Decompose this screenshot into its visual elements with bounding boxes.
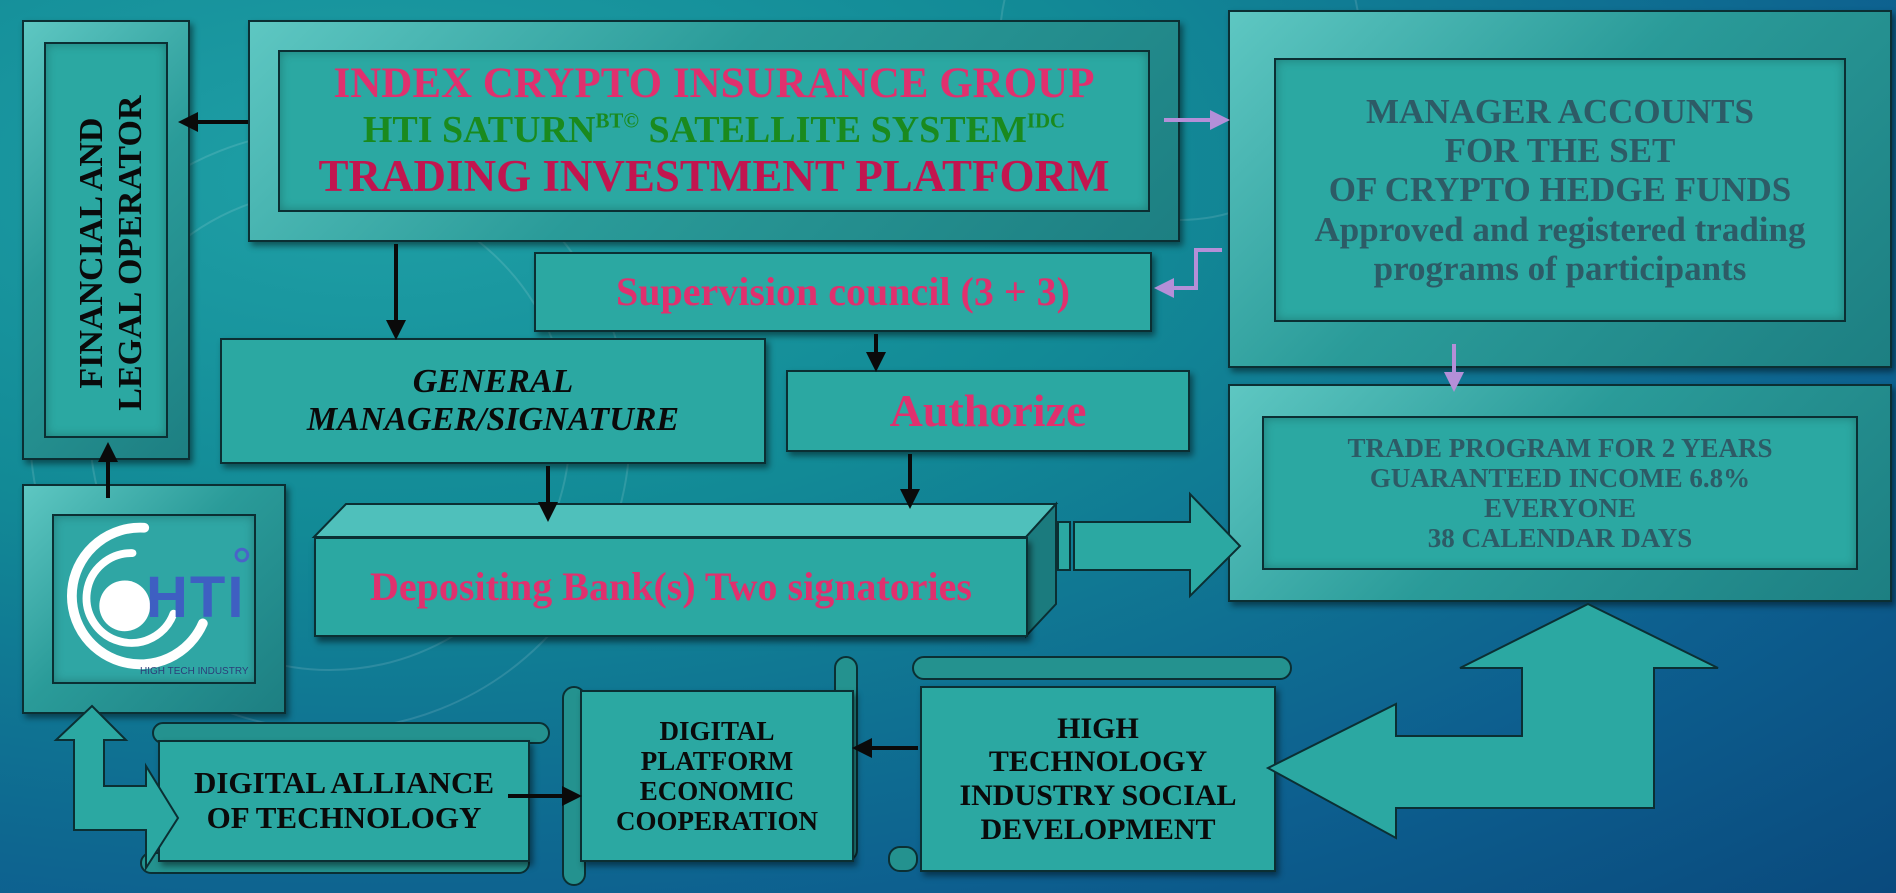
manager-accounts-line2: FOR THE SET: [1444, 131, 1676, 171]
trade-program-line1: TRADE PROGRAM FOR 2 YEARS: [1347, 432, 1773, 463]
manager-accounts-line4: Approved and registered trading: [1314, 209, 1806, 249]
digital-platform-line3: ECONOMIC: [639, 776, 795, 806]
depositing-label: Depositing Bank(s) Two signatories: [370, 563, 972, 609]
financial-legal-operator-box: FINANCIAL AND LEGAL OPERATOR: [22, 20, 190, 460]
digital-alliance-line1: DIGITAL ALLIANCE: [193, 765, 495, 801]
general-manager-line2: MANAGER/SIGNATURE: [306, 401, 680, 438]
high-tech-box: HIGH TECHNOLOGY INDUSTRY SOCIAL DEVELOPM…: [920, 686, 1276, 872]
header-platform: TRADING INVESTMENT PLATFORM: [318, 151, 1110, 202]
authorize-box: Authorize: [786, 370, 1190, 452]
header-sup-b: IDC: [1026, 107, 1066, 132]
digital-alliance-box: DIGITAL ALLIANCE OF TECHNOLOGY: [158, 740, 530, 862]
trade-program-box: TRADE PROGRAM FOR 2 YEARS GUARANTEED INC…: [1228, 384, 1892, 602]
operator-label: FINANCIAL AND LEGAL OPERATOR: [72, 63, 150, 443]
hightech-scroll-top: [912, 656, 1292, 680]
manager-accounts-box: MANAGER ACCOUNTS FOR THE SET OF CRYPTO H…: [1228, 10, 1892, 368]
platform-header-box: INDEX CRYPTO INSURANCE GROUP HTI SATURNB…: [248, 20, 1180, 242]
header-sup-a: BT©: [595, 107, 639, 132]
header-title: INDEX CRYPTO INSURANCE GROUP: [333, 60, 1095, 108]
general-manager-line1: GENERAL: [412, 362, 574, 400]
supervision-council-box: Supervision council (3 + 3): [534, 252, 1152, 332]
manager-accounts-line1: MANAGER ACCOUNTS: [1366, 92, 1754, 132]
trade-program-line4: 38 CALENDAR DAYS: [1427, 523, 1693, 554]
depositing-bank-box: Depositing Bank(s) Two signatories: [314, 537, 1028, 637]
supervision-label: Supervision council (3 + 3): [616, 268, 1070, 314]
manager-accounts-line5: programs of participants: [1373, 248, 1747, 288]
high-tech-line2: TECHNOLOGY: [988, 745, 1208, 779]
high-tech-line4: DEVELOPMENT: [980, 812, 1216, 846]
header-subtitle-a: HTI SATURN: [362, 108, 596, 151]
manager-accounts-line3: OF CRYPTO HEDGE FUNDS: [1328, 170, 1792, 210]
header-subtitle-b: SATELLITE SYSTEM: [638, 108, 1027, 151]
digital-platform-box: DIGITAL PLATFORM ECONOMIC COOPERATION: [580, 690, 854, 862]
hightech-scroll-bottom: [888, 846, 918, 872]
operator-line1: FINANCIAL AND: [72, 117, 110, 389]
hti-logo-icon: [67, 522, 250, 670]
general-manager-box: GENERAL MANAGER/SIGNATURE: [220, 338, 766, 464]
digital-platform-line4: COOPERATION: [615, 806, 818, 837]
operator-line2: LEGAL OPERATOR: [112, 95, 149, 411]
high-tech-line3: INDUSTRY SOCIAL: [959, 779, 1237, 812]
header-subtitle: HTI SATURNBT© SATELLITE SYSTEMIDC: [362, 107, 1066, 152]
logo-subtext: HIGH TECH INDUSTRY: [140, 666, 249, 677]
digital-alliance-line2: OF TECHNOLOGY: [206, 800, 482, 835]
logo-box: HTI HIGH TECH INDUSTRY: [22, 484, 286, 714]
logo-text: HTI: [146, 565, 246, 630]
digital-platform-line1: DIGITAL: [659, 715, 775, 746]
trade-program-line3: EVERYONE: [1483, 493, 1637, 523]
digital-platform-line2: PLATFORM: [640, 745, 794, 776]
trade-program-line2: GUARANTEED INCOME 6.8%: [1369, 462, 1751, 493]
authorize-label: Authorize: [889, 385, 1087, 437]
high-tech-line1: HIGH: [1057, 711, 1139, 745]
